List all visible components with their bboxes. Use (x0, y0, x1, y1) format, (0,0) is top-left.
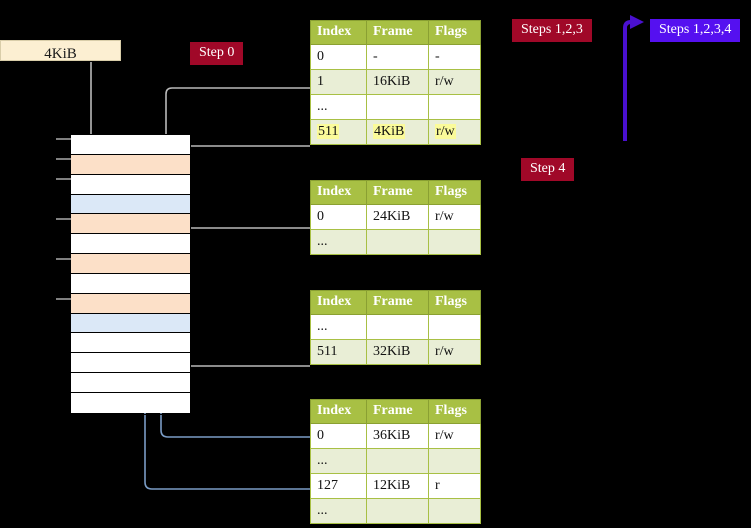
cell-frame: - (366, 44, 429, 70)
table-header-row: Index Frame Flags (310, 180, 481, 205)
column-header-frame: Frame (366, 20, 429, 45)
column-header-index: Index (310, 20, 367, 45)
cell-index: 0 (310, 44, 367, 70)
cell-index: 127 (310, 473, 367, 499)
table-header-row: Index Frame Flags (310, 20, 481, 45)
table-row: ... (310, 229, 481, 255)
memory-frame-row (71, 353, 190, 374)
memory-frame-row (71, 234, 190, 255)
cell-index: ... (310, 498, 367, 524)
table-header-row: Index Frame Flags (310, 399, 481, 424)
badge-step-4: Step 4 (521, 158, 575, 181)
memory-frame-row (71, 293, 190, 314)
cell-frame (366, 229, 429, 255)
column-header-flags: Flags (428, 180, 481, 205)
column-header-flags: Flags (428, 399, 481, 424)
table-row: ... (310, 448, 481, 474)
cell-frame (366, 314, 429, 340)
cell-flags: r/w (428, 423, 481, 449)
cell-flags (428, 229, 481, 255)
cell-index: ... (310, 94, 367, 120)
cell-index: ... (310, 314, 367, 340)
cell-index: ... (310, 448, 367, 474)
cell-flags: r/w (428, 69, 481, 95)
column-header-frame: Frame (366, 180, 429, 205)
cell-frame (366, 498, 429, 524)
cell-flags (428, 448, 481, 474)
memory-frame-row (71, 273, 190, 294)
badge-step-0: Step 0 (190, 42, 244, 65)
cell-frame: 16KiB (366, 69, 429, 95)
memory-tick-mark (56, 158, 71, 160)
memory-frame-row (71, 333, 190, 354)
column-header-index: Index (310, 290, 367, 315)
arrow-table1-row511-to-memory (179, 145, 310, 231)
column-header-frame: Frame (366, 399, 429, 424)
cell-index: 511 (310, 119, 367, 145)
cell-flags (428, 314, 481, 340)
cell-flags (428, 498, 481, 524)
column-header-flags: Flags (428, 290, 481, 315)
cell-frame: 24KiB (366, 204, 429, 230)
memory-frame-row (71, 174, 190, 195)
memory-frame-row (71, 373, 190, 393)
column-header-frame: Frame (366, 290, 429, 315)
memory-tick-mark (56, 218, 71, 220)
cell-flags: r/w (428, 204, 481, 230)
table-row: ... (310, 314, 481, 340)
cell-index: 0 (310, 204, 367, 230)
arrow-table3-row511-to-memory (172, 296, 310, 367)
cell-flags: r/w (428, 119, 481, 145)
cell-frame: 36KiB (366, 423, 429, 449)
column-header-flags: Flags (428, 20, 481, 45)
cell-flags: r (428, 473, 481, 499)
memory-frame-row (71, 313, 190, 334)
table-row: ... (310, 498, 481, 524)
cell-frame: 4KiB (366, 119, 429, 145)
memory-size-label-4kib: 4KiB (0, 40, 121, 62)
cell-index: 511 (310, 339, 367, 365)
memory-tick-mark (56, 138, 71, 140)
cell-index: ... (310, 229, 367, 255)
cell-flags (428, 94, 481, 120)
cell-frame: 32KiB (366, 339, 429, 365)
cell-index: 1 (310, 69, 367, 95)
table-row: ... (310, 94, 481, 120)
badge-steps-123: Steps 1,2,3 (512, 19, 592, 42)
cell-frame (366, 94, 429, 120)
physical-memory-column (70, 134, 191, 415)
memory-frame-row (71, 154, 190, 175)
memory-frame-row (71, 254, 190, 274)
cell-frame (366, 448, 429, 474)
badge-steps-1234: Steps 1,2,3,4 (650, 19, 741, 42)
column-header-index: Index (310, 180, 367, 205)
memory-tick-mark (56, 298, 71, 300)
cell-frame: 12KiB (366, 473, 429, 499)
cell-flags: r/w (428, 339, 481, 365)
memory-frame-row (71, 214, 190, 235)
memory-frame-row (71, 194, 190, 215)
cell-flags: - (428, 44, 481, 70)
table-row: 0-- (310, 44, 481, 70)
table-header-row: Index Frame Flags (310, 290, 481, 315)
bracket-steps-1234 (623, 15, 644, 141)
cell-index: 0 (310, 423, 367, 449)
memory-tick-mark (56, 178, 71, 180)
arrow-table2-row0-to-memory (179, 227, 310, 266)
memory-frame-row (71, 135, 190, 155)
memory-frame-row (71, 392, 190, 413)
memory-tick-mark (56, 258, 71, 260)
column-header-index: Index (310, 399, 367, 424)
